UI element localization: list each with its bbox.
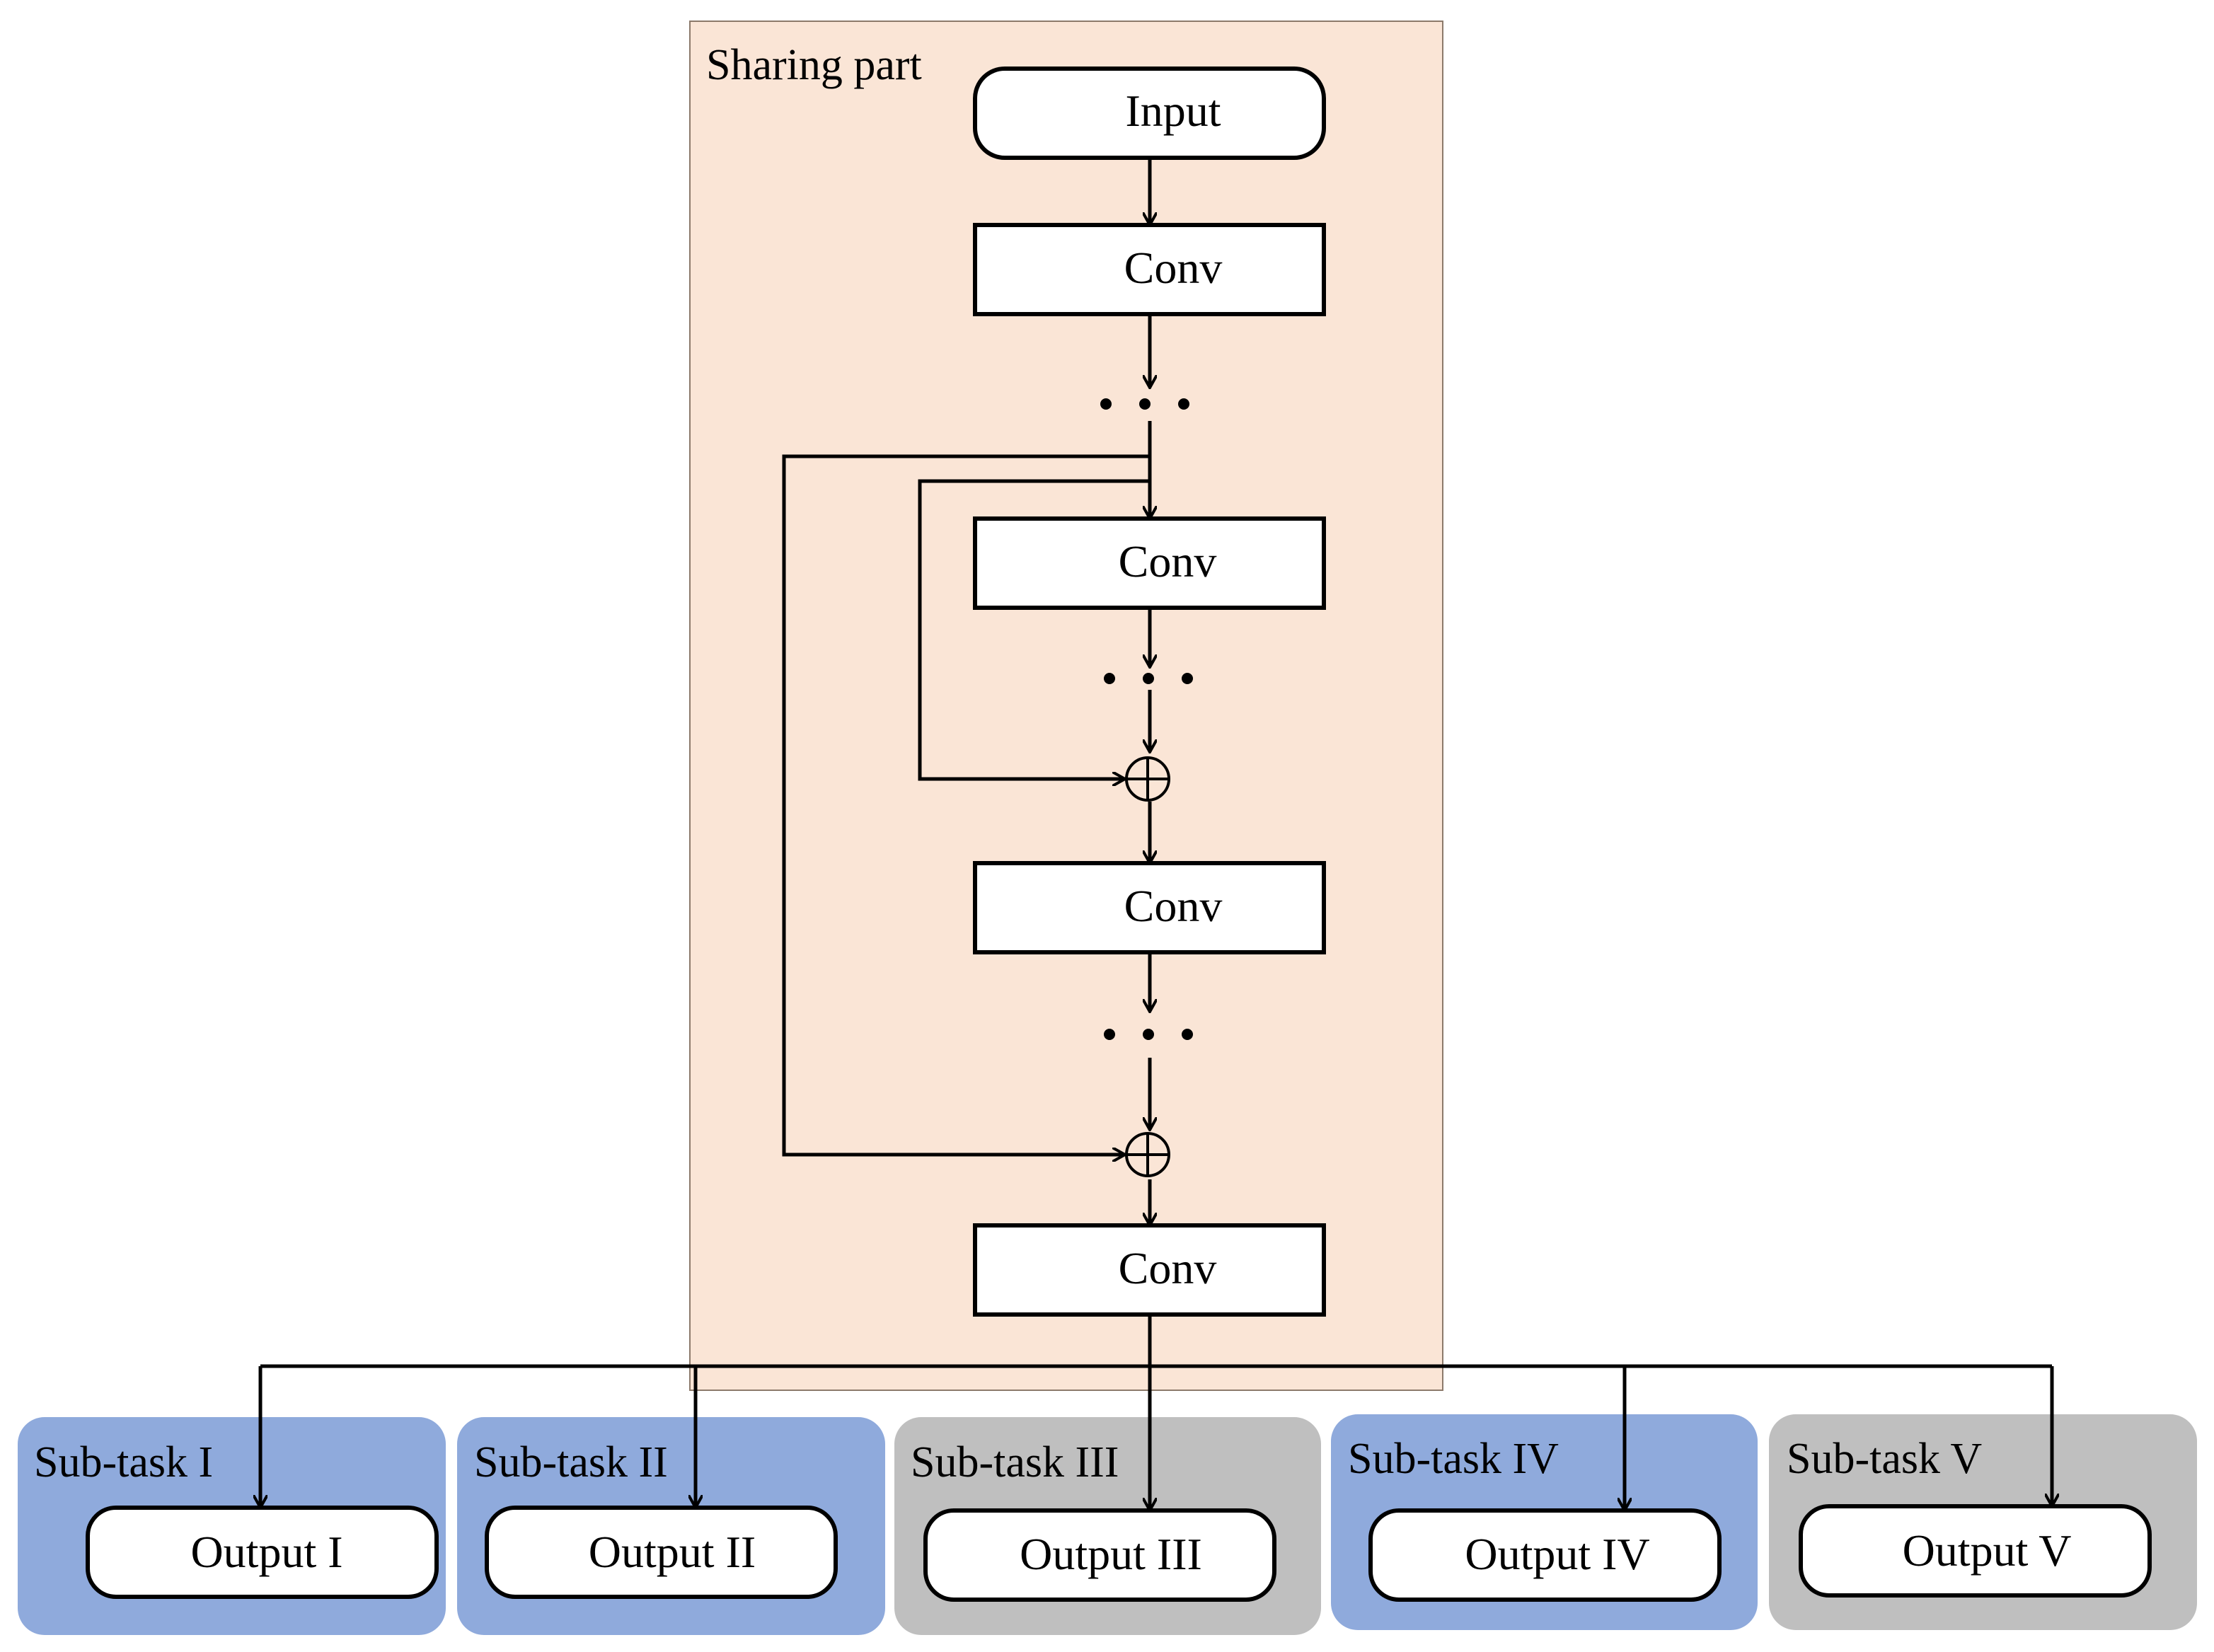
conv-node-3 <box>973 861 1326 954</box>
sum-node-2 <box>1125 1132 1170 1177</box>
output-label-3: Output III <box>1020 1529 1202 1579</box>
conv-label-4: Conv <box>1119 1243 1217 1293</box>
conv-label-3: Conv <box>1124 881 1223 931</box>
sum-node-1 <box>1125 756 1170 802</box>
output-label-1: Output I <box>190 1527 342 1577</box>
ellipsis-1 <box>1100 398 1189 410</box>
input-label: Input <box>1125 86 1221 136</box>
ellipsis-2 <box>1104 673 1193 684</box>
output-node-1 <box>86 1506 439 1599</box>
skip-connection-inner <box>918 479 1150 779</box>
input-node <box>973 67 1326 160</box>
skip-connection-outer <box>782 454 1150 1155</box>
output-node-4 <box>1368 1508 1722 1602</box>
conv-node-1 <box>973 223 1326 316</box>
subtask-title-3: Sub-task III <box>911 1438 1119 1486</box>
sharing-part-title: Sharing part <box>706 41 922 89</box>
subtask-title-5: Sub-task V <box>1787 1435 1982 1483</box>
subtask-title-2: Sub-task II <box>474 1438 668 1486</box>
subtask-title-1: Sub-task I <box>34 1438 213 1486</box>
output-label-2: Output II <box>589 1527 756 1577</box>
output-label-5: Output V <box>1903 1525 2072 1576</box>
conv-label-1: Conv <box>1124 243 1223 293</box>
output-node-2 <box>485 1506 838 1599</box>
conv-label-2: Conv <box>1119 536 1217 587</box>
conv-node-4 <box>973 1223 1326 1317</box>
output-node-3 <box>923 1508 1276 1602</box>
ellipsis-3 <box>1104 1029 1193 1040</box>
output-node-5 <box>1799 1504 2152 1598</box>
subtask-title-4: Sub-task IV <box>1348 1435 1559 1483</box>
output-label-4: Output IV <box>1465 1529 1649 1579</box>
conv-node-2 <box>973 516 1326 610</box>
